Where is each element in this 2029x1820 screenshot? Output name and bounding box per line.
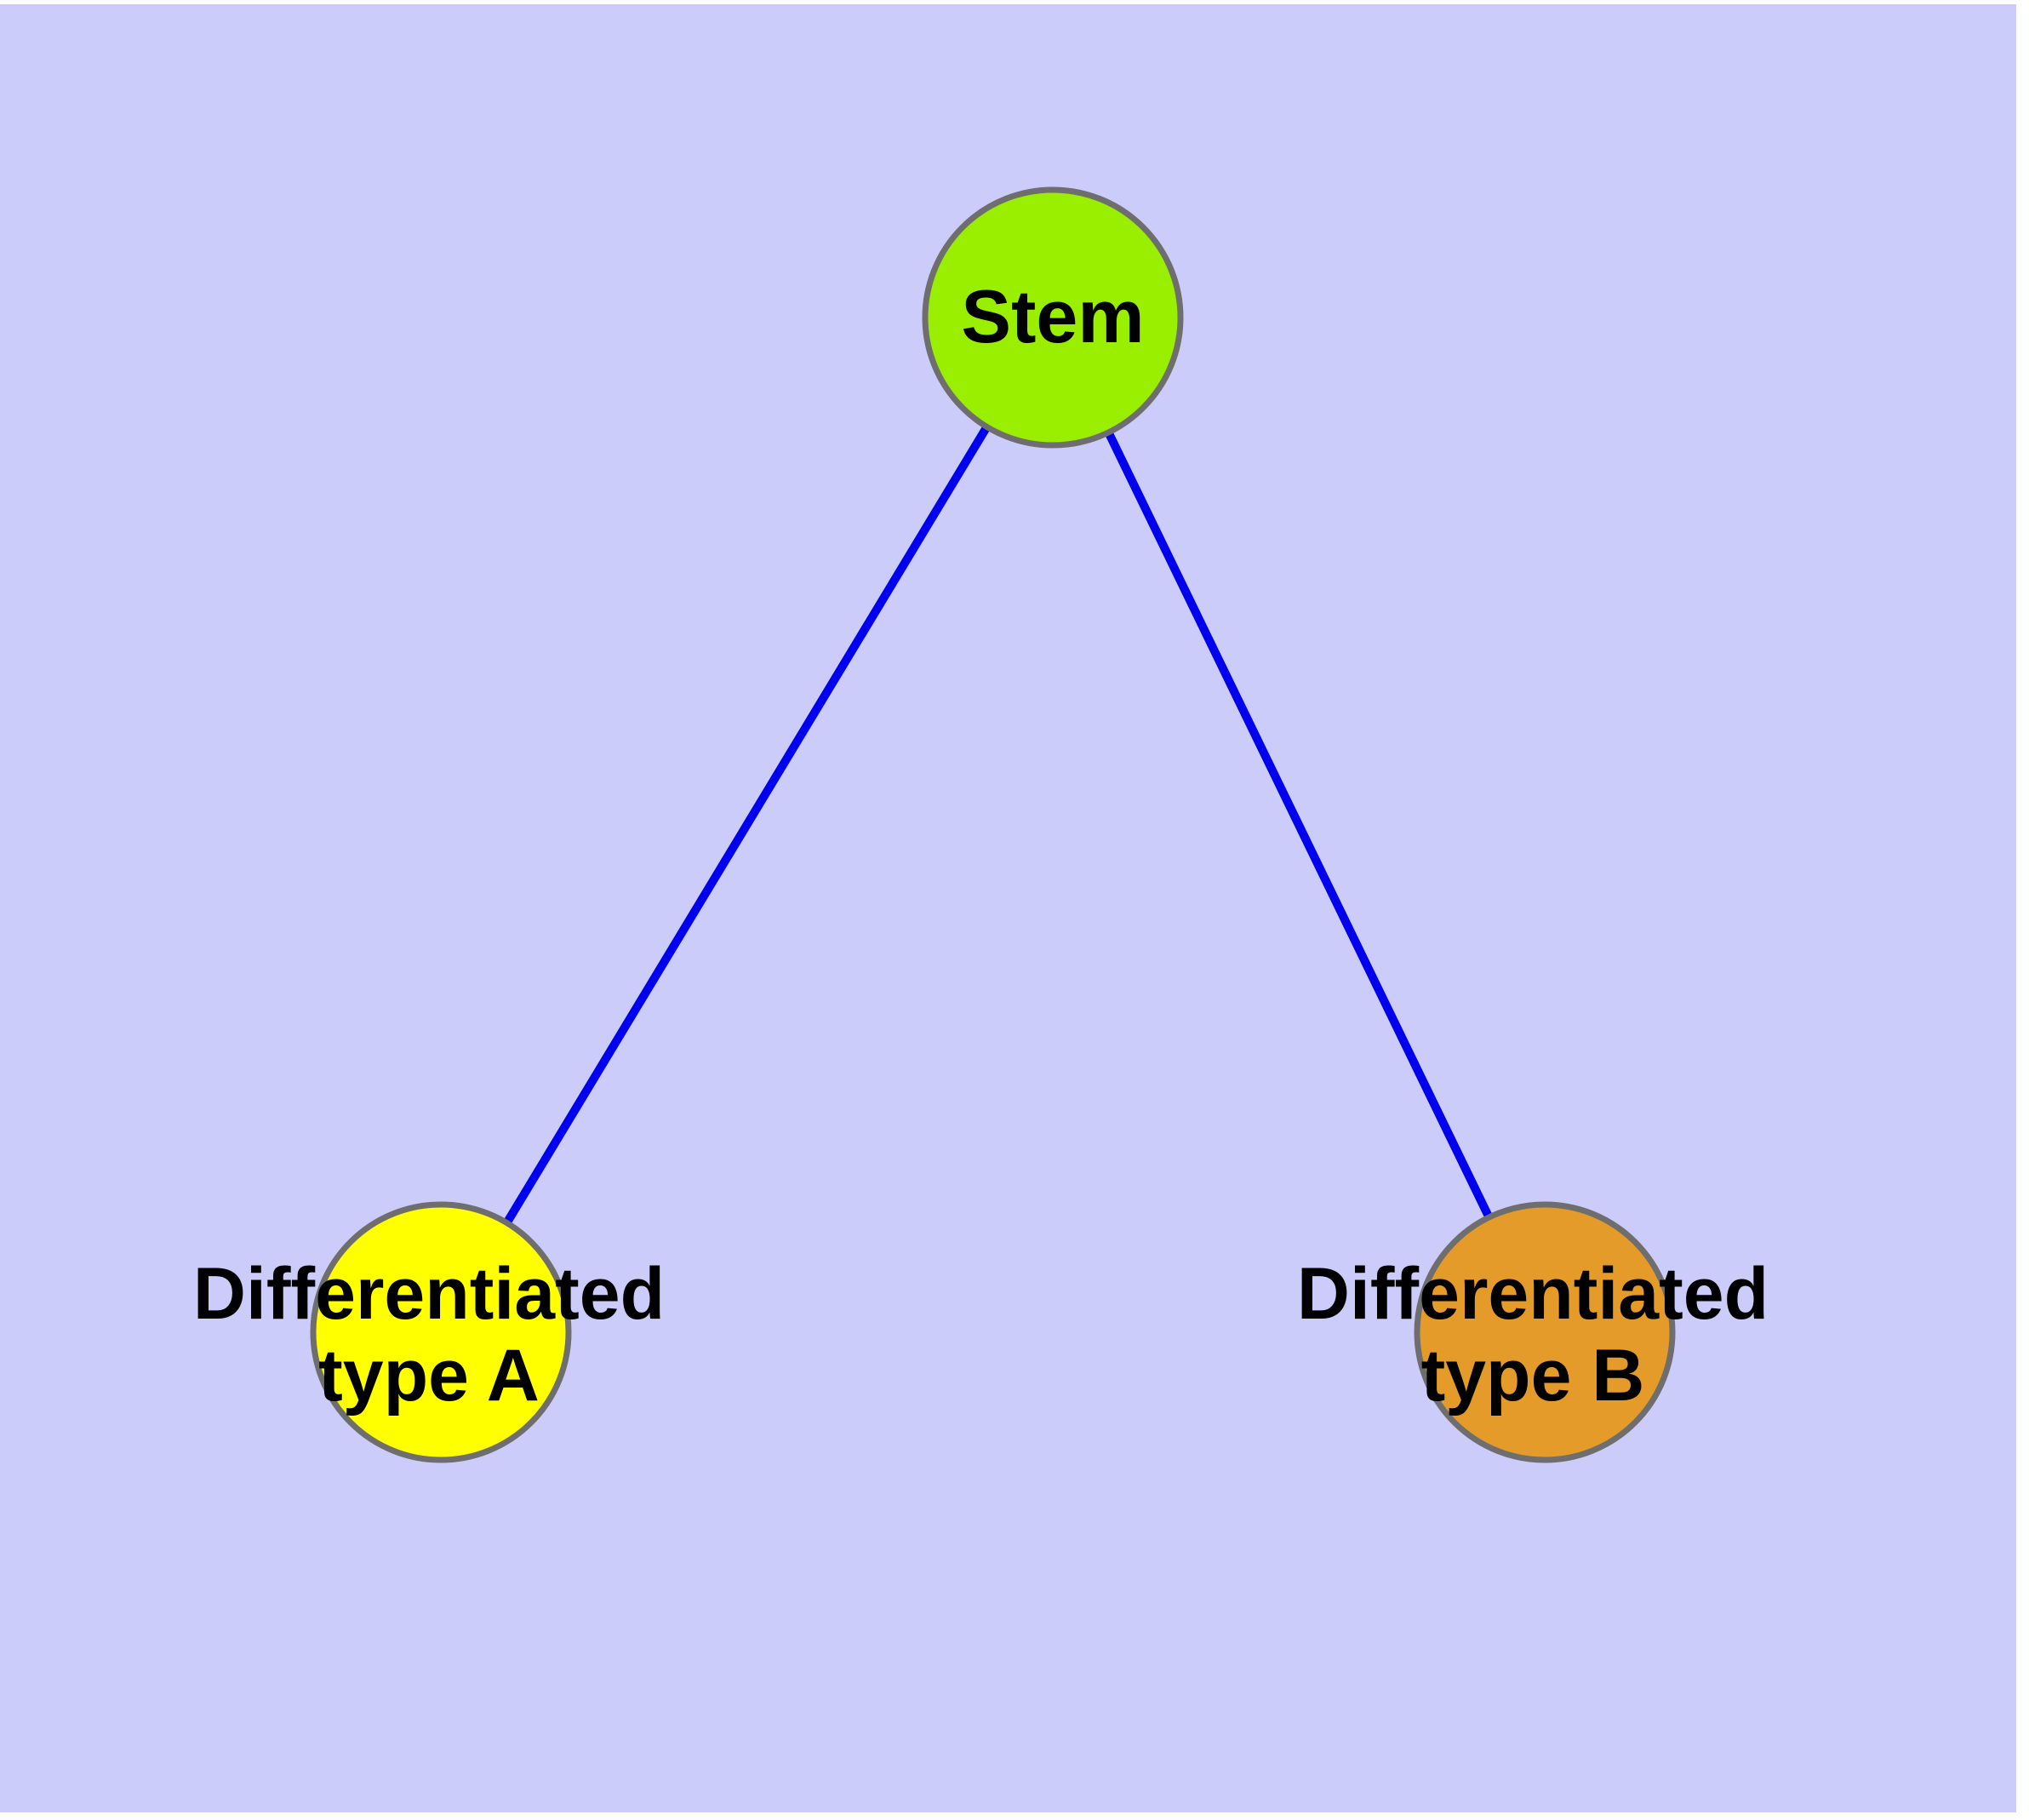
node-stem[interactable]: [922, 186, 1184, 449]
node-differentiated-type-b[interactable]: [1414, 1201, 1676, 1463]
edge-stem-to-differentiated-type-b: [1049, 315, 1549, 1335]
node-differentiated-type-a[interactable]: [310, 1201, 572, 1463]
node-layer: [310, 186, 1676, 1463]
edge-layer: [437, 315, 1549, 1335]
edge-stem-to-differentiated-type-a: [437, 315, 1057, 1335]
